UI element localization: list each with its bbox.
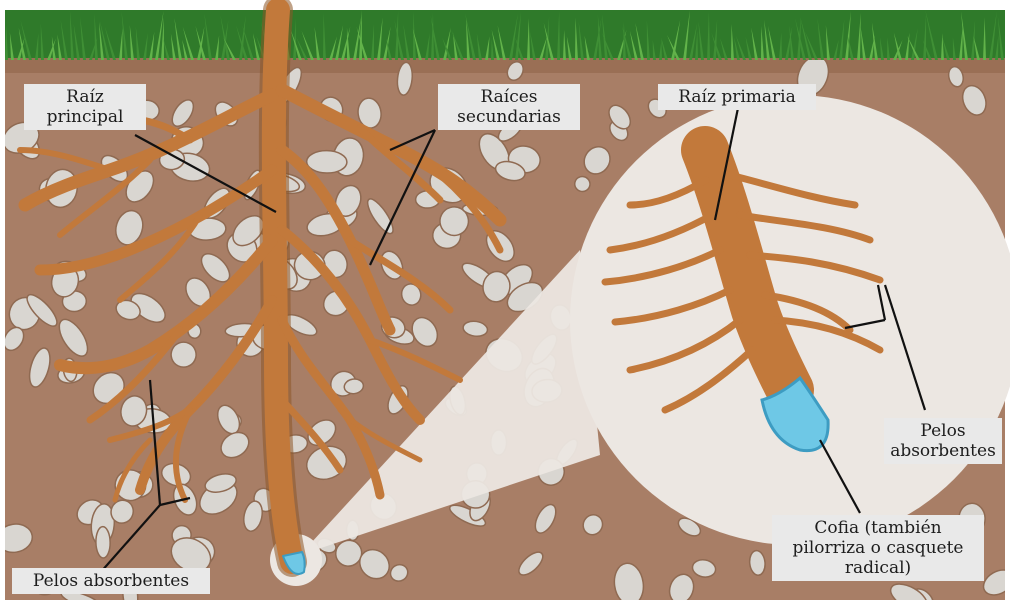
label-raiz-primaria: Raíz primaria: [658, 84, 816, 110]
label-pelos-absorbentes-left: Pelos absorbentes: [12, 568, 210, 594]
label-raiz-principal: Raíz principal: [24, 84, 146, 130]
label-pelos-absorbentes-right: Pelos absorbentes: [884, 418, 1002, 464]
label-cofia: Cofia (también pilorriza o casquete radi…: [772, 515, 984, 581]
grass-strip: [5, 10, 1005, 60]
label-raices-secundarias: Raíces secundarias: [438, 84, 580, 130]
